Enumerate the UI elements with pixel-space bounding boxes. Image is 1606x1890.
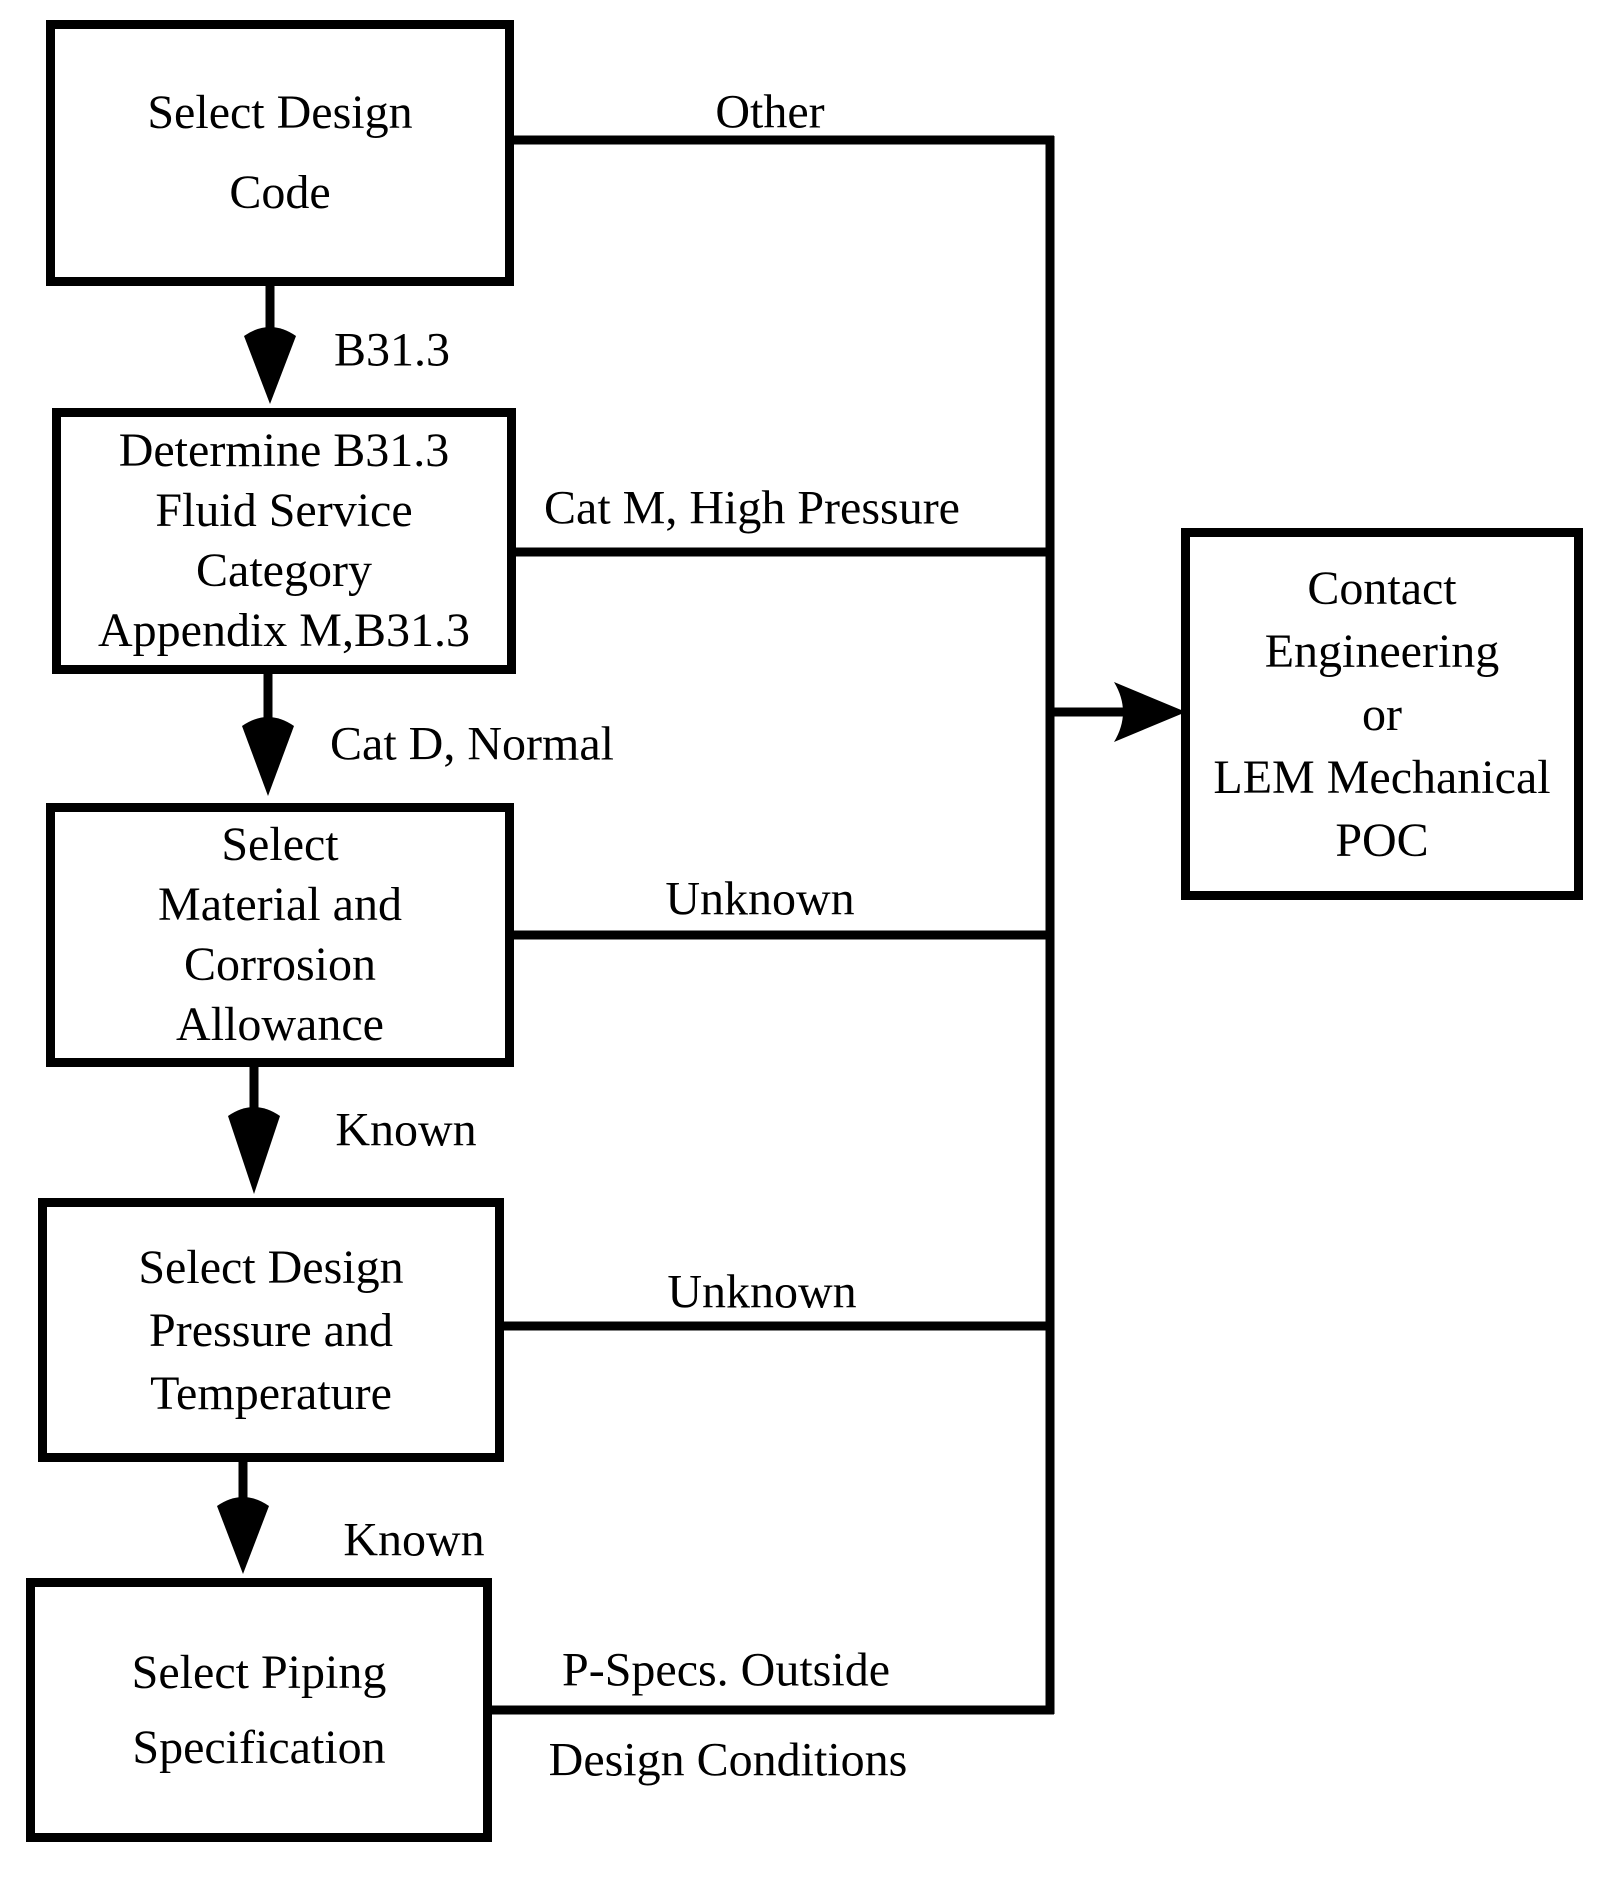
edge-label-known-material: Known [335,1103,477,1157]
arrow-right-icon [1114,682,1186,742]
box-select-material-corrosion: Select Material and Corrosion Allowance [46,803,514,1067]
edge-label-unknown-design: Unknown [667,1265,857,1319]
edge-label-known-design: Known [343,1513,485,1567]
box-text-line: Determine B31.3 [118,424,450,477]
box-select-design-pressure-temperature: Select Design Pressure and Temperature [38,1198,504,1462]
box-text-line: Category [196,544,372,597]
box-contact-engineering-poc: Contact Engineering or LEM Mechanical PO… [1181,528,1583,900]
box-text-line: Select [221,818,339,871]
edge-label-design-conditions: Design Conditions [548,1733,908,1787]
box-text-line: Fluid Service [155,484,413,537]
box-text-line: or [1362,687,1402,741]
arrow-down-icon [244,327,296,404]
arrow-down-icon [242,717,294,796]
box-select-design-code: Select Design Code [46,20,514,286]
box-text-line: Specification [132,1721,386,1774]
box-select-piping-specification: Select Piping Specification [26,1578,492,1842]
box-text-line: Code [229,166,331,219]
box-text-line: Material and [158,878,402,931]
box-text-line: Select Design [138,1240,404,1294]
box-text-line: Engineering [1264,624,1500,678]
box-determine-b313-fluid-service: Determine B31.3 Fluid Service Category A… [52,408,516,674]
arrow-down-icon [228,1107,280,1194]
edge-label-unknown-material: Unknown [665,872,855,926]
box-text-line: Appendix M,B31.3 [98,604,470,657]
edge-label-p-specs-outside: P-Specs. Outside [562,1643,890,1697]
box-text-line: Pressure and [149,1303,393,1357]
box-text-line: Temperature [150,1366,392,1420]
arrow-down-icon [217,1497,269,1574]
box-text-line: Corrosion [184,938,376,991]
edge-label-other: Other [715,85,825,139]
box-text-line: Contact [1307,561,1457,615]
edge-label-b313: B31.3 [333,323,451,377]
box-text-line: Select Design [147,86,413,139]
box-text-line: Select Piping [131,1646,387,1699]
box-text-line: POC [1335,813,1429,867]
box-text-line: LEM Mechanical [1213,750,1551,804]
edge-label-cat-d-normal: Cat D, Normal [330,717,614,771]
box-text-line: Allowance [176,998,384,1051]
edge-label-cat-m-high-pressure: Cat M, High Pressure [544,481,960,535]
